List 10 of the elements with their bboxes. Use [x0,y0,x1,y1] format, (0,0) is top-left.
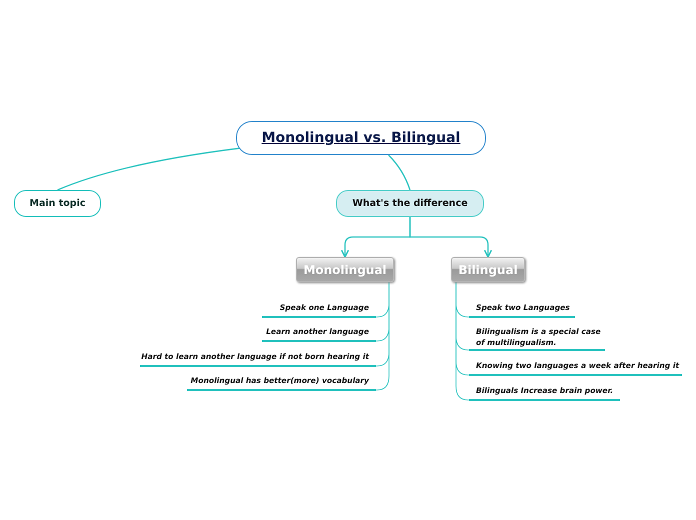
topic-box: What's the difference [336,190,484,217]
connector-line [57,148,240,191]
subtopic-box: Bilingual [451,257,525,282]
central-topic-box: Monolingual vs. Bilingual [236,121,486,155]
connector-line [388,154,411,190]
connector-line [376,282,390,390]
main-topic-box: Main topic [14,190,101,217]
subtopic-box: Monolingual [296,257,394,282]
connector-line [456,282,470,400]
arrow [409,217,492,258]
